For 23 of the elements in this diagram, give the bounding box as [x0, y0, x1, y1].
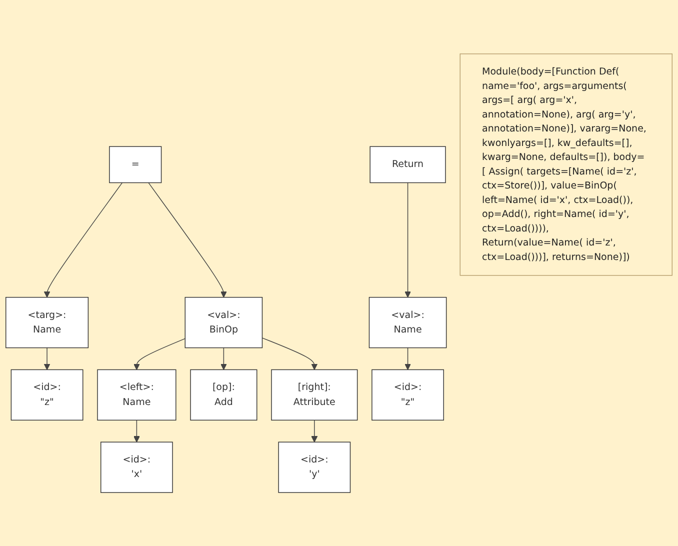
node-box: [right]: Attribute — [271, 369, 358, 420]
node-box: = — [109, 146, 162, 183]
arrow — [404, 182, 411, 298]
node-box: <id>: "z" — [372, 369, 444, 420]
arrow — [311, 420, 318, 442]
node-box: <id>: 'x' — [100, 442, 173, 493]
node-box: Module(body=[Function Def( name='foo', args=arguments( args=[ arg( arg='x', annotation=None), arg( arg='y', annotation=None)], vararg=None, kwonlyargs=[], kw_defaults=[], kwarg=None, defaults=[]), body=[ Assign( targets=[Name( id='z', ctx=Store())], value=BinOp( left=Name( id='x', ctx=Load()), op=Add(), right=Name( id='y', ctx=Load()))), Return(value=Name( id='z', ctx=Load()))], returns=None)]) — [460, 53, 672, 276]
node-box: <targ>: Name — [6, 296, 89, 348]
arrow — [148, 182, 227, 298]
node-box: <id>: "z" — [10, 369, 84, 420]
arrow — [133, 420, 140, 442]
node-box: <val>: Name — [368, 296, 447, 348]
node-box: <id>: 'y' — [278, 442, 351, 493]
node-box: [op]: Add — [190, 369, 258, 420]
arrow — [262, 337, 318, 370]
arrow — [220, 347, 227, 370]
node-box: <val>: BinOp — [184, 296, 263, 348]
arrow — [404, 347, 411, 370]
arrow — [44, 347, 50, 370]
node-box: Return — [370, 146, 446, 183]
node-box: <left>: Name — [97, 369, 176, 420]
arrow — [133, 338, 186, 370]
arrow — [44, 182, 123, 298]
